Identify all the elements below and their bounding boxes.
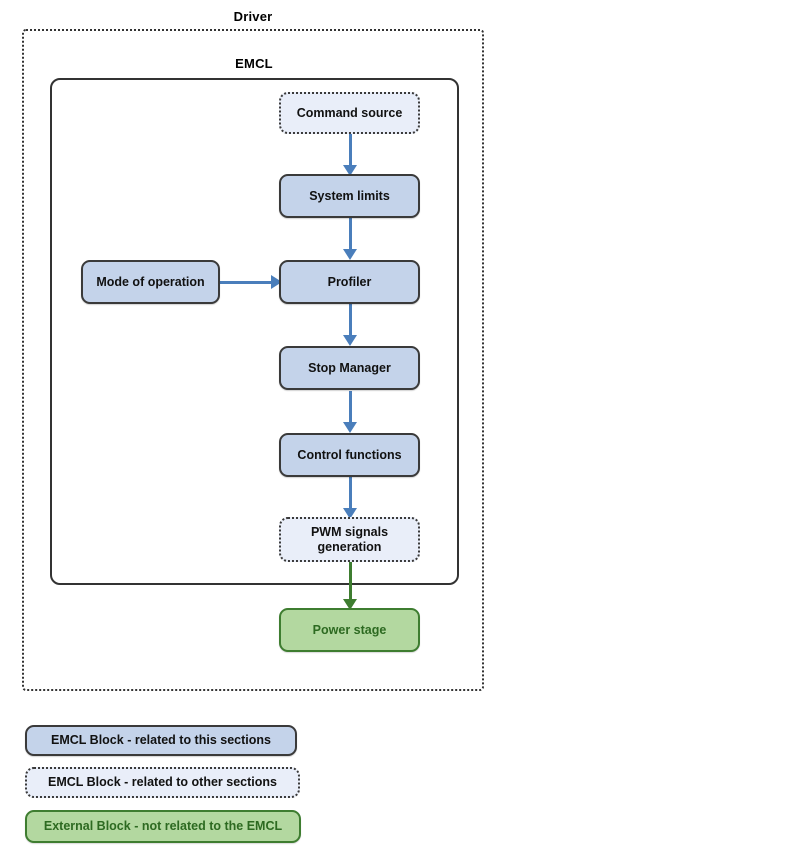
node-profiler[interactable]: Profiler [279,260,420,304]
node-stop-manager-label: Stop Manager [308,360,391,375]
node-command-source[interactable]: Command source [279,92,420,134]
legend-item-emcl-other-sections-label: EMCL Block - related to other sections [48,775,277,789]
node-pwm-signals-generation-label-line2: generation [317,539,382,554]
legend-item-external-block-label: External Block - not related to the EMCL [43,819,283,833]
legend-item-emcl-this-section-label: EMCL Block - related to this sections [51,733,271,747]
node-mode-of-operation[interactable]: Mode of operation [81,260,220,304]
arrow-stop-manager-to-control-functions [335,391,365,433]
node-power-stage-label: Power stage [312,622,387,637]
node-command-source-label: Command source [296,105,403,120]
arrow-command-source-to-system-limits [335,130,365,176]
container-emcl [50,78,459,585]
node-power-stage[interactable]: Power stage [279,608,420,652]
arrow-pwm-signals-to-power-stage [335,561,365,610]
node-stop-manager[interactable]: Stop Manager [279,346,420,390]
arrow-control-functions-to-pwm-signals [335,477,365,519]
node-system-limits[interactable]: System limits [279,174,420,218]
legend-item-emcl-this-section[interactable]: EMCL Block - related to this sections [25,725,297,756]
container-title-emcl: EMCL [235,56,273,71]
node-control-functions[interactable]: Control functions [279,433,420,477]
node-pwm-signals-generation-label-line1: PWM signals [310,524,389,539]
node-system-limits-label: System limits [309,188,390,203]
node-control-functions-label: Control functions [297,447,402,462]
container-driver [22,29,484,691]
node-pwm-signals-generation[interactable]: PWM signals generation [279,517,420,562]
legend-item-emcl-other-sections[interactable]: EMCL Block - related to other sections [25,767,300,798]
node-profiler-label: Profiler [327,274,372,289]
arrow-system-limits-to-profiler [335,218,365,260]
arrow-profiler-to-stop-manager [335,304,365,346]
node-mode-of-operation-label: Mode of operation [96,274,205,289]
arrow-mode-of-operation-to-profiler [220,267,282,297]
legend-item-external-block[interactable]: External Block - not related to the EMCL [25,810,301,843]
container-title-driver: Driver [233,9,273,24]
